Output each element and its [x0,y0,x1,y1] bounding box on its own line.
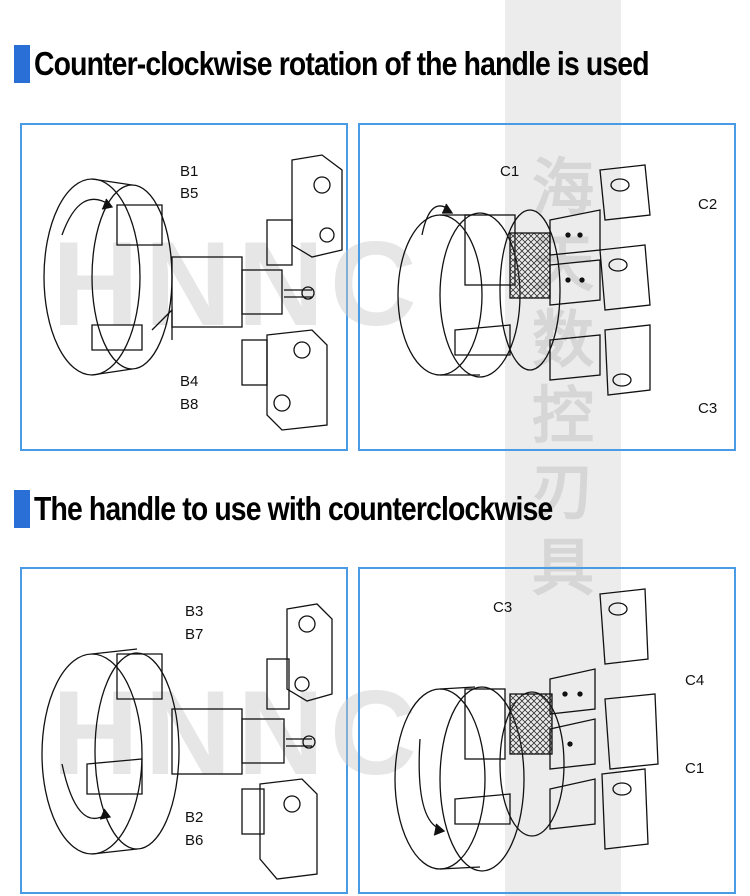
chuck-drawing-c [394,588,659,872]
jaw-label: B8 [180,396,199,413]
jaw-label: C1 [500,163,520,180]
jaw-label: C1 [685,760,705,777]
section-heading-2: The handle to use with counterclockwise [14,490,637,528]
jaw-label: C3 [493,599,513,616]
heading-accent-bar [14,45,30,83]
jaw-label: C4 [685,672,705,689]
diagram-panel-b-jaws-1: HNNC B1 B5 B4 B8 [20,123,417,451]
jaw-label: C2 [698,196,718,213]
diagram-panel-c-jaws-2: C3 C4 C1 [358,567,736,894]
jaw-label: B3 [185,603,204,620]
jaw-label: C3 [698,400,718,417]
jaw-label: B2 [185,809,204,826]
jaw-label: B4 [180,373,199,390]
chuck-drawing-c [397,164,651,396]
heading-accent-bar [14,490,30,528]
jaw-label: B6 [185,832,204,849]
watermark-brand: HNNC [52,217,423,351]
chuck-drawing-b [41,603,333,880]
chuck-drawing-b [43,154,343,431]
jaw-label: B7 [185,626,204,643]
watermark-brand: HNNC [52,666,423,800]
section-heading-1: Counter-clockwise rotation of the handle… [14,45,749,83]
diagram-panel-c-jaws-1: C1 C2 C3 [358,123,736,451]
watermark-chinese: 海天数控刃具 [531,151,594,604]
diagram-panel-b-jaws-2: HNNC B3 B7 B2 B6 [20,567,417,894]
jaw-label: B5 [180,185,199,202]
heading-title: The handle to use with counterclockwise [34,490,553,527]
heading-title: Counter-clockwise rotation of the handle… [34,45,650,82]
jaw-label: B1 [180,163,199,180]
